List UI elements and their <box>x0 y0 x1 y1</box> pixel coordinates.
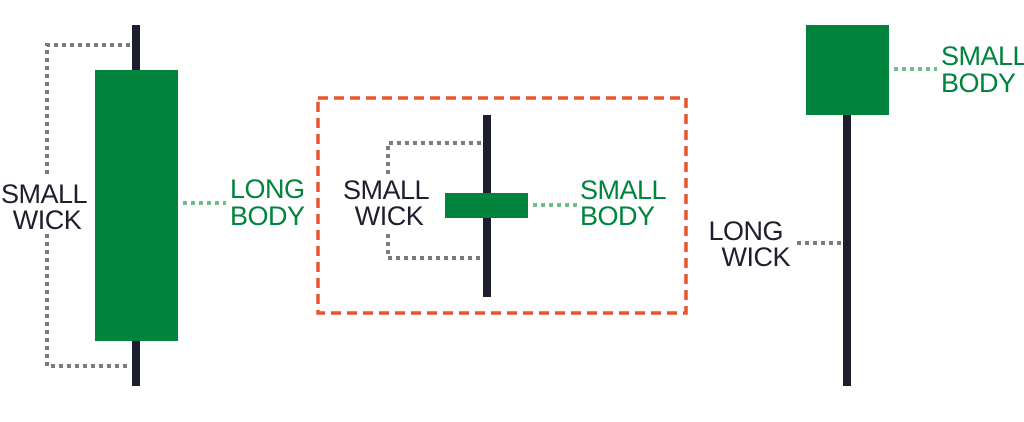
candle-2-body-label-line-2: BODY <box>580 201 655 231</box>
candle-small-body-long-wick: SMALL BODY LONG WICK <box>708 25 1024 386</box>
candle-3-wick-label-line-2: WICK <box>722 242 791 272</box>
candle-2-wick-label-line-1: SMALL <box>343 175 430 205</box>
candle-1-wick-label-line-1: SMALL <box>1 179 88 209</box>
candle-long-body: SMALL WICK LONG BODY <box>1 25 312 386</box>
svg-text:SMALL BODY: SMALL BODY <box>941 41 1024 98</box>
candle-1-wick-label-line-2: WICK <box>13 205 82 235</box>
svg-text:SMALL WICK: SMALL WICK <box>1 179 93 235</box>
highlight-box <box>316 96 688 315</box>
candle-3-body <box>806 25 889 115</box>
candle-2-body-label-line-1: SMALL <box>580 175 667 205</box>
candle-small-body-small-wick: SMALL WICK SMALL BODY <box>316 96 688 315</box>
svg-text:LONG WICK: LONG WICK <box>708 216 790 272</box>
candle-1-body-label-line-1: LONG <box>230 174 305 204</box>
svg-text:SMALL BODY: SMALL BODY <box>580 175 672 231</box>
candle-1-body <box>95 70 178 341</box>
candle-3-body-label-line-2: BODY <box>941 68 1016 98</box>
candle-3-body-label-line-1: SMALL <box>941 41 1024 71</box>
svg-text:LONG BODY: LONG BODY <box>230 174 312 231</box>
candle-2-body <box>445 193 528 218</box>
svg-text:SMALL WICK: SMALL WICK <box>343 175 435 231</box>
candle-1-body-label-line-2: BODY <box>230 201 305 231</box>
candle-2-wick-label-line-2: WICK <box>355 201 424 231</box>
candle-3-wick-label-line-1: LONG <box>708 216 783 246</box>
